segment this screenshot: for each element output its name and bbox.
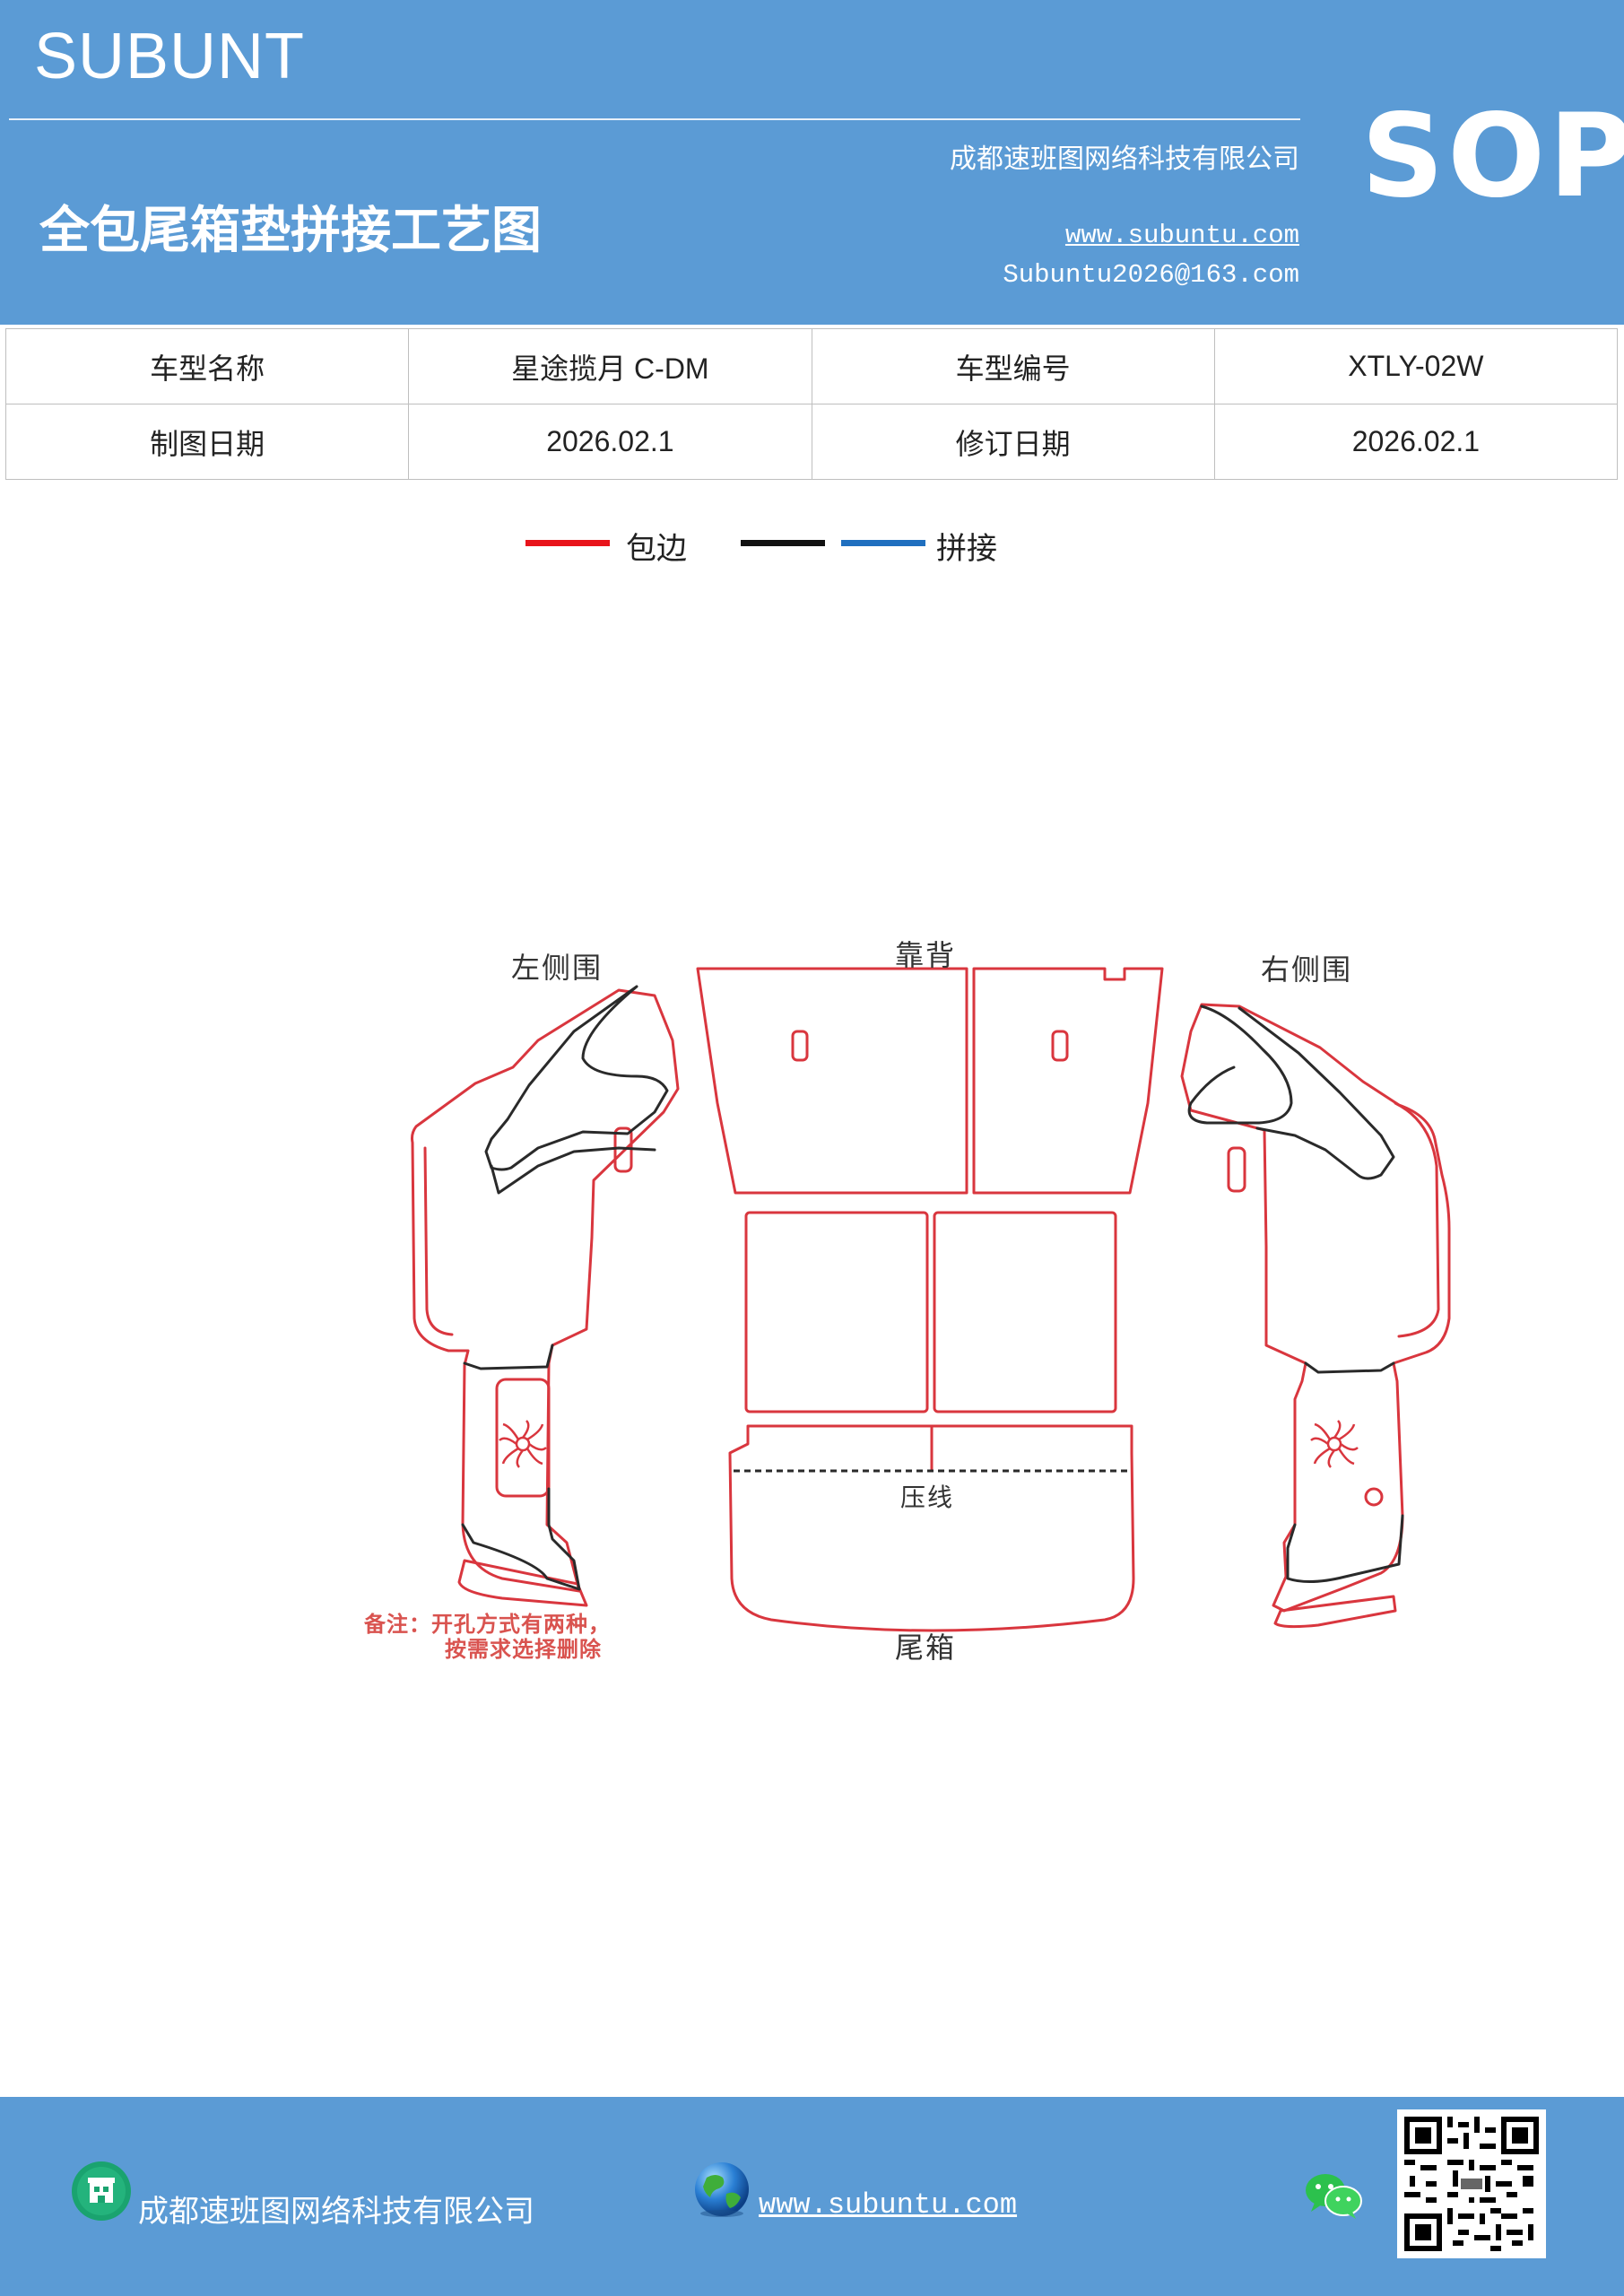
- right-side-outer-outline: [1180, 1003, 1451, 1613]
- table-row: 制图日期 2026.02.1 修订日期 2026.02.1: [4, 404, 1619, 480]
- header-website-link[interactable]: www.subuntu.com: [1064, 221, 1299, 250]
- right-side-seam-upper: [1187, 1004, 1293, 1125]
- right-side-bottom-strip: [1273, 1595, 1397, 1629]
- model-name-value: 星途揽月 C-DM: [408, 328, 812, 404]
- mat-pieces-drawing: [411, 967, 1451, 1632]
- document-title: 全包尾箱垫拼接工艺图: [39, 201, 542, 260]
- backrest-left-panel: [696, 967, 968, 1195]
- label-backrest: 靠背: [895, 938, 957, 972]
- globe-icon: [695, 2162, 749, 2217]
- footer-company-name: 成都速班图网络科技有限公司: [138, 2194, 534, 2230]
- label-crease: 压线: [900, 1483, 955, 1512]
- header-divider: [9, 118, 1300, 120]
- left-side-outer-outline: [411, 988, 680, 1593]
- left-side-seam-bottom: [461, 1487, 581, 1591]
- revise-date-label: 修订日期: [811, 404, 1215, 480]
- footer-website-link[interactable]: www.subuntu.com: [759, 2188, 1018, 2222]
- footer-banner: 成都速班图网络科技有限公司 www.subuntu.com: [0, 2097, 1624, 2296]
- sop-label: SOP: [1361, 90, 1624, 223]
- qr-code-pattern: [1404, 2117, 1539, 2251]
- left-vent-panel: [495, 1378, 551, 1498]
- backrest-left-slot: [791, 1030, 809, 1062]
- note-line-1: 备注：开孔方式有两种，: [364, 1612, 611, 1637]
- trunk-floor-panel: [728, 1424, 1135, 1632]
- left-side-wheel-arc: [423, 1146, 454, 1336]
- mat-layout-diagram: 左侧围 靠背 右侧围 压线 尾箱 备注：开孔方式有两种， 按需求选择删除: [0, 897, 1624, 1704]
- wechat-icon: [1306, 2174, 1362, 2219]
- label-left-side: 左侧围: [511, 951, 604, 985]
- draw-date-label: 制图日期: [4, 404, 410, 480]
- right-side-round-hole: [1364, 1487, 1384, 1507]
- info-table: 车型名称 星途揽月 C-DM 车型编号 XTLY-02W 制图日期 2026.0…: [4, 328, 1619, 480]
- legend-swatch-seam-black: [741, 540, 825, 546]
- label-trunk: 尾箱: [895, 1631, 957, 1665]
- right-side-slot: [1227, 1146, 1246, 1193]
- model-code-label: 车型编号: [811, 328, 1215, 404]
- label-right-side: 右侧围: [1261, 952, 1353, 987]
- building-icon: [72, 2161, 131, 2221]
- backrest-right-slot: [1051, 1030, 1069, 1062]
- model-code-value: XTLY-02W: [1213, 328, 1619, 404]
- legend-label-edge: 包边: [626, 531, 687, 567]
- line-legend: 包边 拼接: [0, 524, 1624, 578]
- draw-date-value: 2026.02.1: [408, 404, 812, 480]
- header-email: Subuntu2026@163.com: [1003, 260, 1299, 290]
- table-row: 车型名称 星途揽月 C-DM 车型编号 XTLY-02W: [4, 328, 1619, 404]
- left-side-seam-lower: [490, 1146, 656, 1195]
- note-line-2: 按需求选择删除: [445, 1637, 602, 1662]
- legend-label-splice: 拼接: [936, 531, 997, 567]
- left-vent-fan-icon: [499, 1420, 547, 1468]
- brand-logo-text: SUBUNT: [34, 21, 306, 92]
- backrest-right-panel: [972, 967, 1164, 1195]
- left-side-seam-upper: [484, 985, 669, 1171]
- seat-left-panel: [744, 1211, 929, 1413]
- legend-swatch-edge: [525, 540, 610, 546]
- left-side-seam-mid: [463, 1344, 554, 1370]
- right-side-seam-lower: [1238, 1006, 1395, 1180]
- header-banner: SUBUNT 成都速班图网络科技有限公司 全包尾箱垫拼接工艺图 www.subu…: [0, 0, 1624, 325]
- right-side-wheel-arc: [1394, 1101, 1440, 1338]
- right-side-seam-bottom: [1286, 1514, 1404, 1584]
- revise-date-value: 2026.02.1: [1213, 404, 1619, 480]
- seat-right-panel: [933, 1211, 1117, 1413]
- model-name-label: 车型名称: [4, 328, 410, 404]
- right-side-seam-mid: [1304, 1361, 1395, 1374]
- right-vent-fan-icon: [1310, 1420, 1359, 1468]
- legend-swatch-seam-blue: [841, 540, 925, 546]
- qr-code: [1397, 2109, 1546, 2258]
- header-company-name: 成都速班图网络科技有限公司: [950, 144, 1299, 175]
- left-side-bottom-strip: [457, 1559, 588, 1607]
